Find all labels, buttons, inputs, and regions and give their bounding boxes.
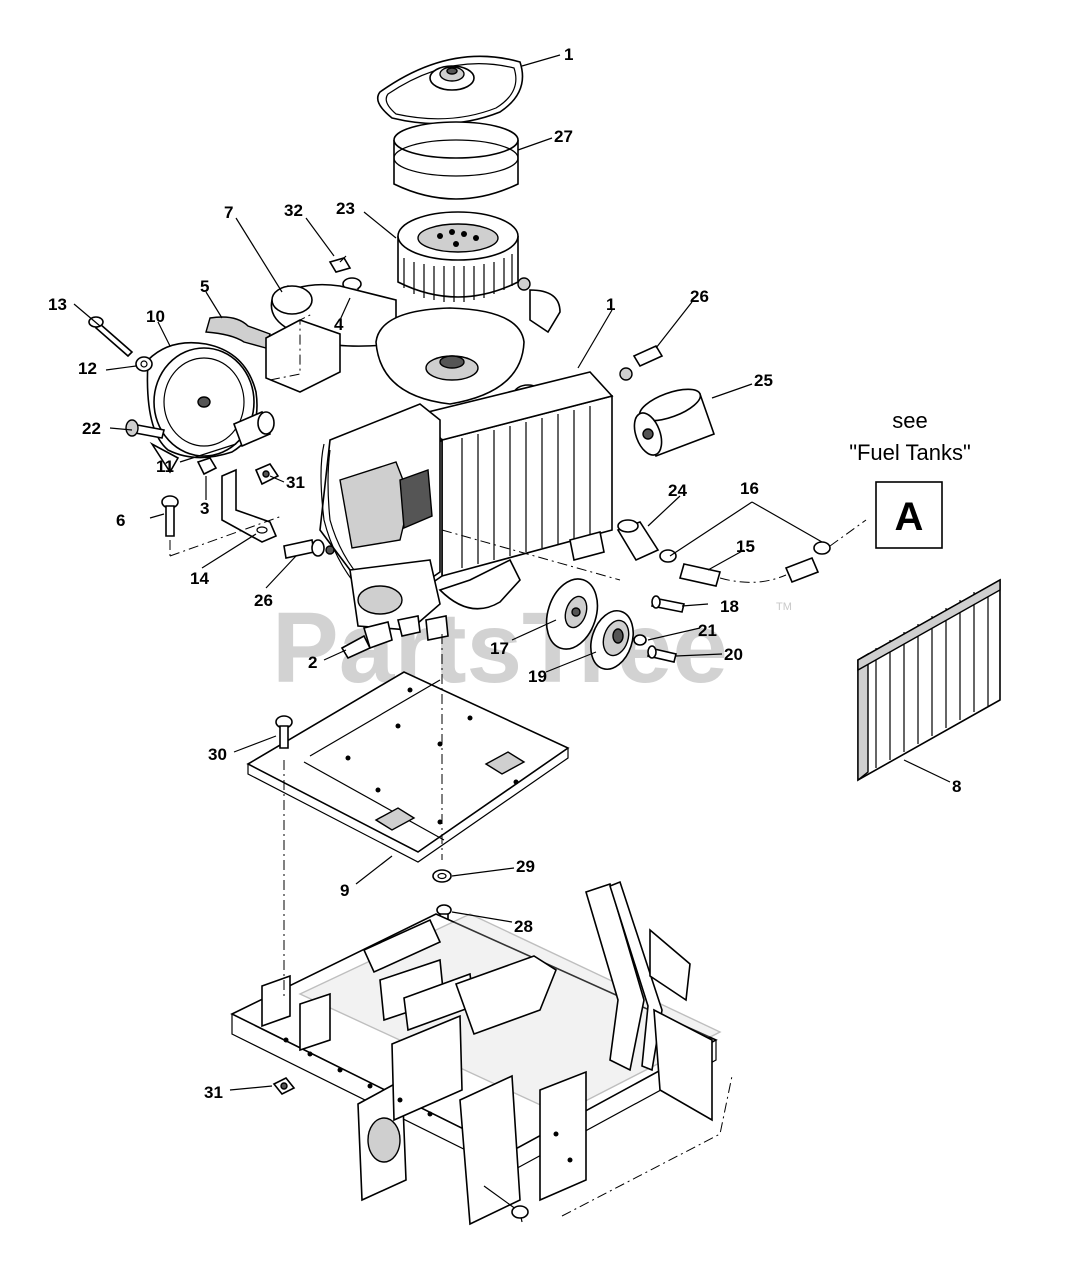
leader-lines	[73, 54, 951, 1091]
part-16-clamps[interactable]	[659, 541, 831, 563]
callout-15[interactable]: 15	[736, 537, 755, 556]
part-32-clip[interactable]	[328, 255, 352, 273]
watermark-trademark: TM	[776, 601, 792, 613]
callout-3[interactable]: 3	[200, 499, 209, 518]
part-1-air-cleaner-cover[interactable]	[376, 55, 524, 125]
part-2-fitting[interactable]	[340, 621, 393, 660]
part-24-fuel-filter[interactable]	[616, 519, 660, 562]
part-21-washer[interactable]	[633, 634, 647, 646]
callout-21[interactable]: 21	[698, 621, 717, 640]
callout-29[interactable]: 29	[516, 857, 535, 876]
callout-13[interactable]: 13	[48, 295, 67, 314]
part-27-precleaner[interactable]	[393, 121, 519, 200]
part-19-pulley[interactable]	[584, 605, 641, 674]
callout-31a[interactable]: 31	[286, 473, 305, 492]
part-20-bolt[interactable]	[647, 645, 677, 663]
callout-1a[interactable]: 1	[564, 45, 573, 64]
engine-assembly	[265, 277, 614, 641]
part-3-nut[interactable]	[196, 457, 218, 476]
callout-5[interactable]: 5	[200, 277, 209, 296]
callout-2[interactable]: 2	[308, 653, 317, 672]
part-26a-sensor[interactable]	[619, 344, 664, 381]
fuel-tanks-reference[interactable]: see "Fuel Tanks" A	[849, 408, 971, 549]
callout-27[interactable]: 27	[554, 127, 573, 146]
reference-letter[interactable]: A	[895, 495, 924, 539]
part-26b-sensor[interactable]	[283, 539, 335, 559]
part-13-bolt[interactable]	[88, 316, 134, 358]
callout-31b[interactable]: 31	[204, 1083, 223, 1102]
part-6-bolt[interactable]	[161, 495, 179, 556]
callout-28[interactable]: 28	[514, 917, 533, 936]
callout-30[interactable]: 30	[208, 745, 227, 764]
callout-17[interactable]: 17	[490, 639, 509, 658]
callout-1b[interactable]: 1	[606, 295, 615, 314]
part-5-hose[interactable]	[205, 316, 271, 349]
chassis-frame	[230, 880, 733, 1226]
callout-22[interactable]: 22	[82, 419, 101, 438]
part-30-bolt[interactable]	[275, 715, 293, 749]
callout-20[interactable]: 20	[724, 645, 743, 664]
callout-26a[interactable]: 26	[690, 287, 709, 306]
callout-24[interactable]: 24	[668, 481, 687, 500]
part-8-screen[interactable]	[857, 578, 1001, 782]
callout-11[interactable]: 11	[156, 457, 174, 476]
callout-23[interactable]: 23	[336, 199, 355, 218]
part-29-washer[interactable]	[432, 869, 452, 883]
callout-12[interactable]: 12	[78, 359, 97, 378]
part-9-mounting-plate[interactable]	[246, 671, 570, 863]
part-31a-nut[interactable]	[254, 463, 280, 486]
reference-box[interactable]	[875, 481, 943, 549]
part-12-washer[interactable]	[135, 356, 153, 372]
part-15-hose[interactable]	[678, 519, 867, 587]
callout-9[interactable]: 9	[340, 881, 349, 900]
callout-19[interactable]: 19	[528, 667, 547, 686]
reference-see-text: see	[892, 408, 927, 433]
part-11-tube[interactable]	[232, 410, 275, 448]
part-17-hub[interactable]	[538, 572, 606, 655]
part-18-bolt[interactable]	[651, 595, 685, 613]
part-22-bolt[interactable]	[125, 419, 165, 439]
part-10-blower-housing[interactable]	[146, 341, 258, 474]
callout-4[interactable]: 4	[334, 315, 344, 334]
callout-18[interactable]: 18	[720, 597, 739, 616]
callout-26b[interactable]: 26	[254, 591, 273, 610]
callout-32[interactable]: 32	[284, 201, 303, 220]
callout-25[interactable]: 25	[754, 371, 773, 390]
assembly-lines	[169, 313, 621, 1000]
part-25-oil-filter[interactable]	[629, 383, 716, 459]
part-23-air-filter[interactable]	[397, 211, 519, 302]
callout-14[interactable]: 14	[190, 569, 209, 588]
callout-10[interactable]: 10	[146, 307, 165, 326]
callout-7[interactable]: 7	[224, 203, 233, 222]
callout-8[interactable]: 8	[952, 777, 961, 796]
reference-target-text: "Fuel Tanks"	[849, 440, 971, 465]
callout-labels: 1 27 7 32 23 5 4 13 10 12 1 26 25 22 11 …	[48, 45, 961, 1102]
callout-16[interactable]: 16	[740, 479, 759, 498]
part-31b-nut[interactable]	[272, 1076, 296, 1096]
part-14-bracket[interactable]	[221, 468, 278, 543]
callout-6[interactable]: 6	[116, 511, 125, 530]
